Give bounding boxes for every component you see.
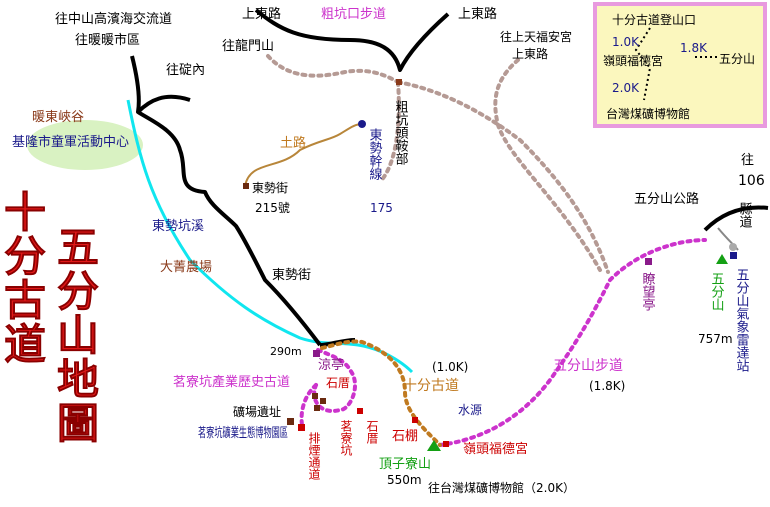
- label-shifen-trail: 十分古道: [403, 378, 459, 394]
- label-mine-ruins: 礦場遺址: [233, 404, 281, 419]
- label-wufen-trail: 五分山步道: [553, 358, 623, 374]
- label-shifen-dist: (1.0K): [432, 360, 468, 374]
- legend-museum: 台灣煤礦博物館: [606, 106, 690, 121]
- label-dongshi-st: 東勢街: [272, 267, 311, 283]
- label-dongshi-creek: 東勢坑溪: [152, 218, 204, 234]
- label-dongshi-215: 東勢街: [252, 180, 288, 195]
- point-markers: [243, 79, 737, 447]
- label-tea-history: 茗寮坑產業歷史古道: [173, 374, 290, 390]
- dingziliao-summit-icon: [427, 440, 441, 451]
- dirt-road: [244, 123, 363, 187]
- wufen-summit-icon: [716, 254, 728, 264]
- label-nuannuan: 往暖暖市區: [75, 32, 140, 48]
- label-lingtou-temple: 嶺頭福德宮: [463, 441, 528, 457]
- title-line1: 十分古道: [0, 190, 47, 366]
- label-dingziliao: 頂子寮山: [379, 456, 431, 472]
- label-cool-elev: 290m: [270, 345, 302, 358]
- label-county-prefix: 往: [741, 153, 754, 168]
- label-wufen-elev: 757m: [698, 332, 733, 346]
- label-nuandong: 暖東峽谷: [32, 109, 84, 125]
- radar-road: [717, 227, 739, 251]
- label-dajing-farm: 大菁農場: [160, 260, 212, 275]
- label-tianfu: 往上天福安宮: [500, 29, 572, 44]
- label-dongshi-trunk: 東勢幹線: [367, 127, 383, 180]
- title-line2: 五分山地圖: [51, 225, 100, 445]
- legend-trailhead: 十分古道登山口: [612, 12, 696, 27]
- label-coal-museum: 往台灣煤礦博物館（2.0K）: [428, 480, 575, 495]
- label-scout-center: 基隆市童軍活動中心: [12, 134, 129, 150]
- label-wufen-trail-dist: (1.8K): [589, 379, 625, 393]
- label-zukeng-station: 粗坑頭鞍部: [393, 100, 409, 165]
- label-tea-museum: 茗寮坑礦業生態博物園區: [198, 425, 288, 441]
- label-tianfu-road: 上東路: [512, 46, 548, 61]
- legend-box: 十分古道登山口 1.0K 1.8K 嶺頭福德宮 五分山 2.0K 台灣煤礦博物館: [593, 2, 767, 128]
- label-county-suffix: 縣道: [737, 202, 753, 228]
- label-stone-house-2: 石厝: [365, 420, 379, 445]
- label-zukeng-trail: 粗坑口步道: [321, 7, 386, 22]
- label-lookout: 瞭望亭: [640, 272, 656, 311]
- label-dongshi-trunk-no: 175: [370, 201, 393, 215]
- label-cool-pavilion: 涼亭: [318, 357, 344, 373]
- label-stone-house: 石厝: [326, 376, 350, 390]
- legend-temple: 嶺頭福德宮: [603, 53, 663, 68]
- label-wufen-mtn: 五分山: [709, 272, 725, 311]
- legend-dist-1: 1.0K: [612, 35, 640, 49]
- label-tu-road: 土路: [280, 135, 306, 151]
- label-dongshi-215-no: 215號: [255, 201, 290, 215]
- label-stone-shed: 石棚: [392, 429, 418, 444]
- pink-trails: [299, 238, 707, 447]
- label-chimney: 排煙通道: [307, 432, 321, 480]
- county-road: [703, 205, 769, 232]
- legend-dist-3: 2.0K: [612, 81, 640, 95]
- road-end-marker: [729, 243, 737, 251]
- legend-dist-2: 1.8K: [680, 41, 708, 55]
- label-water-source: 水源: [458, 403, 482, 417]
- roads: [130, 8, 450, 347]
- label-tea-pit: 茗寮坑: [339, 420, 353, 457]
- label-zhongshan: 往中山高濱海交流道: [55, 11, 172, 27]
- label-county-no: 106: [738, 173, 765, 189]
- scout-center-area: [27, 120, 143, 170]
- legend-mountain: 五分山: [719, 52, 755, 66]
- label-shangdong-1: 上東路: [242, 6, 281, 22]
- label-radar: 五分山氣象雷達站: [734, 268, 750, 372]
- label-longmen: 往龍門山: [222, 38, 274, 54]
- label-shangdong-2: 上東路: [458, 6, 497, 22]
- label-dingziliao-elev: 550m: [387, 473, 422, 487]
- grey-trails: [266, 54, 610, 274]
- label-dingnei: 往碇內: [166, 63, 205, 78]
- label-wufen-road: 五分山公路: [634, 191, 699, 207]
- map-title: 十分古道 五分山地圖: [0, 190, 100, 446]
